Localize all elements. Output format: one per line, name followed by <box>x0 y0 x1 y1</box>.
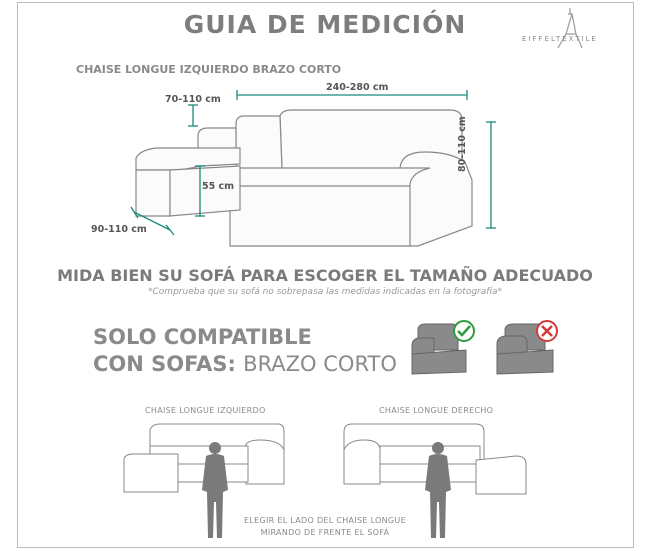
right-chaise-sofa-illustration <box>343 423 527 538</box>
check-icon <box>453 320 475 342</box>
brand-name: EIFFELTEXTILE <box>522 35 598 43</box>
page-frame <box>17 2 634 548</box>
cross-icon <box>536 320 558 342</box>
sofa-measurement-diagram <box>130 90 496 247</box>
compat-line-2-bold: CON SOFAS: <box>93 352 236 376</box>
page-title: GUIA DE MEDICIÓN <box>183 10 467 39</box>
compat-line-2: CON SOFAS: BRAZO CORTO <box>93 351 397 378</box>
long-arm-sofa-icon <box>496 323 554 375</box>
dimension-arm-depth: 70-110 cm <box>165 94 221 105</box>
dimension-chaise-width: 90-110 cm <box>91 224 147 235</box>
short-arm-sofa-icon <box>411 323 467 375</box>
compatibility-text: SOLO COMPATIBLE CON SOFAS: BRAZO CORTO <box>93 324 397 378</box>
eiffel-tower-icon <box>557 8 583 49</box>
measure-note: *Comprueba que su sofá no sobrepasa las … <box>148 287 502 297</box>
compat-line-2-thin: BRAZO CORTO <box>243 352 397 376</box>
compat-line-1: SOLO COMPATIBLE <box>93 325 312 349</box>
dimension-seat-height: 55 cm <box>202 181 235 192</box>
footer-line-2: MIRANDO DE FRENTE EL SOFÁ <box>260 528 390 537</box>
footer-line-1: ELEGIR EL LADO DEL CHAISE LONGUE <box>244 516 406 525</box>
dimension-top-width: 240-280 cm <box>326 82 389 93</box>
section-subtitle: CHAISE LONGUE IZQUIERDO BRAZO CORTO <box>76 63 342 76</box>
dimension-side-height: 80-110 cm <box>457 116 468 172</box>
right-side-label: CHAISE LONGUE DERECHO <box>379 406 494 415</box>
headline: MIDA BIEN SU SOFÁ PARA ESCOGER EL TAMAÑO… <box>57 266 593 285</box>
footer-instructions: ELEGIR EL LADO DEL CHAISE LONGUE MIRANDO… <box>0 515 650 539</box>
left-chaise-sofa-illustration <box>123 423 285 538</box>
left-side-label: CHAISE LONGUE IZQUIERDO <box>145 406 266 415</box>
